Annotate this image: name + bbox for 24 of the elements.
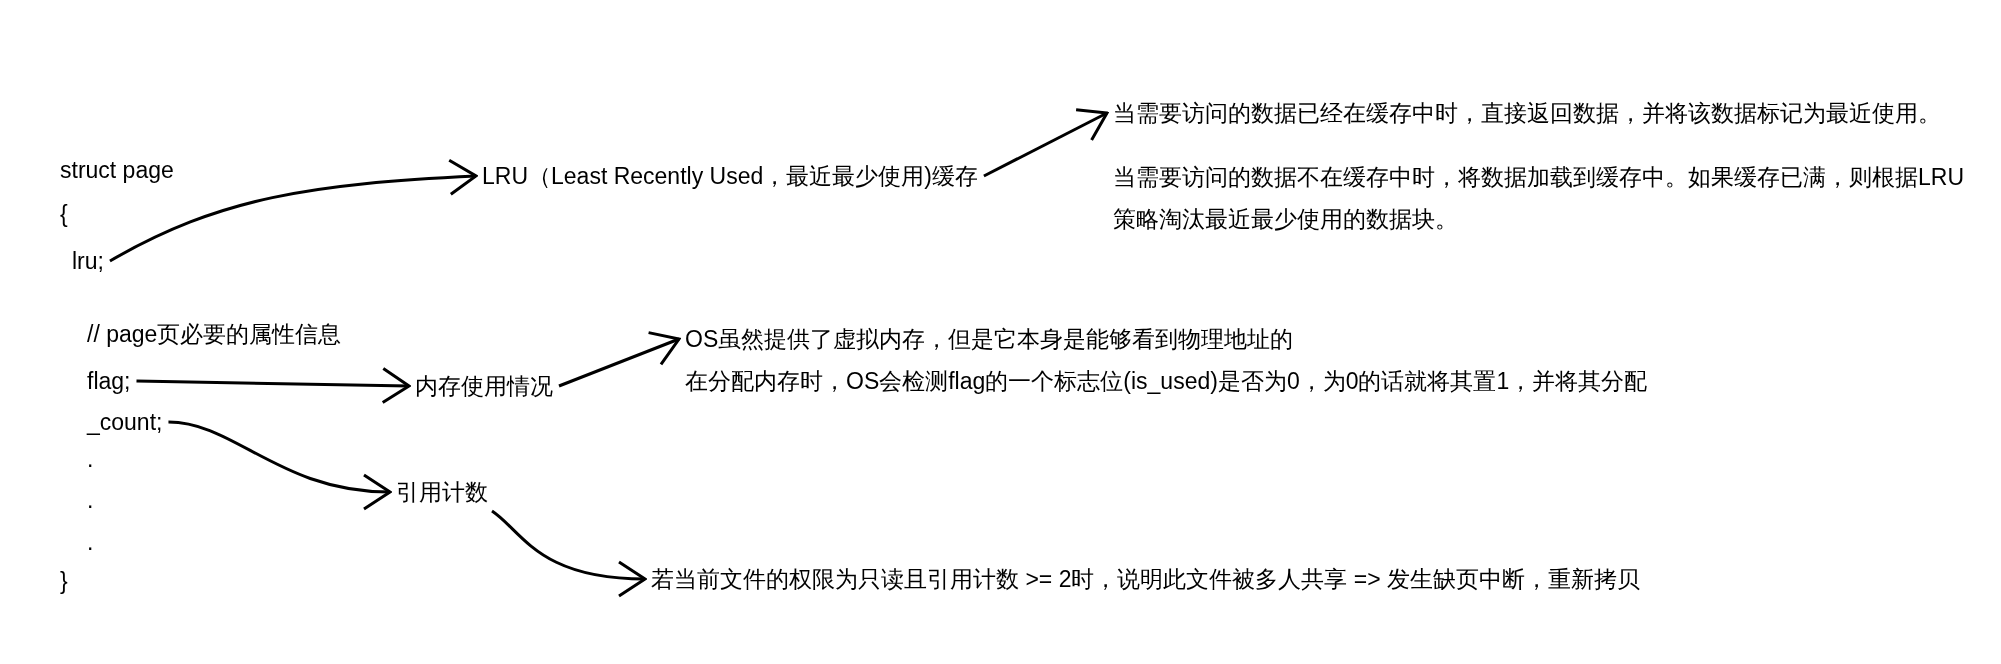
code-comment: // page页必要的属性信息: [87, 320, 342, 349]
ellipsis-dot: .: [87, 445, 94, 474]
code-brace: }: [60, 567, 68, 596]
ellipsis-dot: .: [87, 528, 94, 557]
arrow: [136, 367, 411, 404]
ellipsis-dot: .: [87, 486, 94, 515]
topic-text: 引用计数: [396, 478, 488, 507]
arrow: [168, 420, 392, 510]
arrow: [983, 108, 1109, 178]
topic-text: LRU（Least Recently Used，最近最少使用)缓存: [482, 162, 978, 191]
explanation-text: 在分配内存时，OS会检测flag的一个标志位(is_used)是否为0，为0的话就将其置1，并将其分配: [685, 367, 1648, 396]
topic-text: 内存使用情况: [415, 372, 553, 401]
code-line: _count;: [87, 408, 163, 437]
arrow: [109, 158, 478, 263]
explanation-text: 当需要访问的数据不在缓存中时，将数据加载到缓存中。如果缓存已满，则根据LRU策略淘汰最近最少使用的数据块。: [1113, 163, 1965, 234]
explanation-text: 当需要访问的数据已经在缓存中时，直接返回数据，并将该数据标记为最近使用。: [1113, 99, 1942, 128]
arrow: [491, 509, 647, 597]
code-line: lru;: [72, 247, 104, 276]
arrow: [558, 331, 681, 388]
explanation-text: 若当前文件的权限为只读且引用计数 >= 2时，说明此文件被多人共享 => 发生缺页中断，重新拷贝: [651, 565, 1641, 594]
code-line: flag;: [87, 367, 131, 396]
explanation-text: OS虽然提供了虚拟内存，但是它本身是能够看到物理地址的: [685, 325, 1295, 354]
code-brace: {: [60, 200, 68, 229]
code-line: struct page: [60, 156, 174, 185]
